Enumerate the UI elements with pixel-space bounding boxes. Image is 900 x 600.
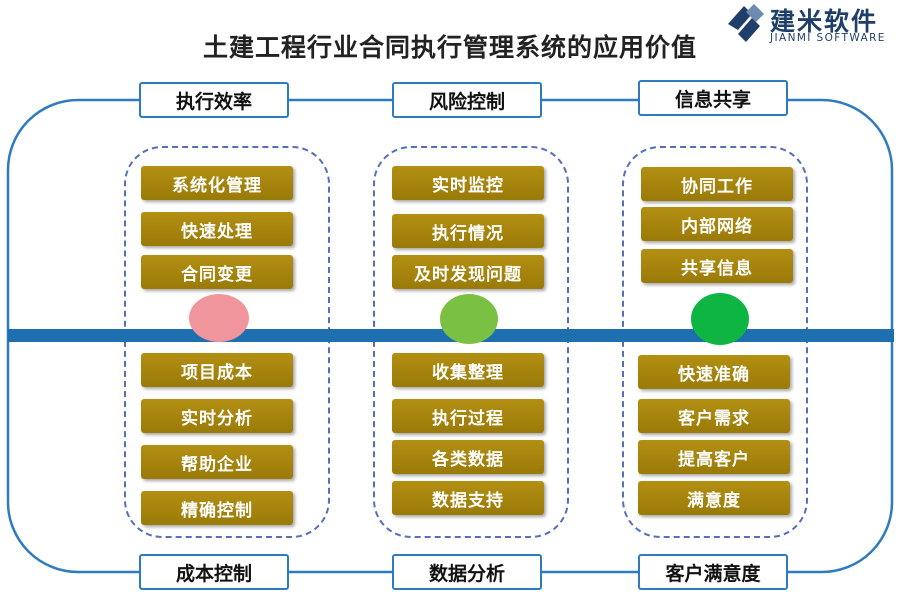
item-project-cost: 项目成本	[141, 353, 293, 387]
item-precise-control: 精确控制	[141, 491, 293, 525]
axis-dot-green	[691, 293, 749, 345]
logo-name-cn: 建米软件	[770, 7, 879, 36]
item-customer-needs: 客户需求	[638, 399, 790, 433]
brand-logo: 建米软件 JIANMI SOFTWARE	[724, 2, 900, 46]
top-label-risk: 风险控制	[392, 82, 542, 118]
top-label-share: 信息共享	[638, 80, 788, 116]
item-quick-processing: 快速处理	[141, 212, 293, 246]
axis-dot-light-green	[440, 294, 498, 344]
item-satisfaction: 满意度	[638, 481, 790, 515]
bottom-label-cost: 成本控制	[139, 554, 289, 590]
logo-name-en: JIANMI SOFTWARE	[770, 32, 886, 44]
top-label-efficiency: 执行效率	[139, 82, 289, 118]
item-collect-organize: 收集整理	[392, 353, 544, 387]
bottom-label-data: 数据分析	[392, 554, 542, 590]
item-data-support: 数据支持	[392, 481, 544, 515]
page-title: 土建工程行业合同执行管理系统的应用价值	[202, 33, 697, 62]
logo-icon	[728, 4, 764, 42]
item-various-data: 各类数据	[392, 440, 544, 474]
group-execution-cost	[124, 146, 330, 538]
item-systematic-management: 系统化管理	[141, 166, 293, 200]
item-internal-network: 内部网络	[641, 207, 793, 241]
item-timely-issue-detection: 及时发现问题	[392, 255, 544, 289]
item-execution-status: 执行情况	[392, 214, 544, 248]
item-realtime-analysis: 实时分析	[141, 399, 293, 433]
item-execution-process: 执行过程	[392, 399, 544, 433]
item-fast-accurate: 快速准确	[638, 355, 790, 389]
item-collaborative-work: 协同工作	[641, 167, 793, 201]
group-share-satisfaction	[622, 146, 808, 538]
group-risk-data	[373, 146, 569, 538]
axis-dot-pink	[189, 294, 249, 342]
item-contract-change: 合同变更	[141, 255, 293, 289]
item-improve-customer: 提高客户	[638, 440, 790, 474]
item-shared-info: 共享信息	[641, 249, 793, 283]
item-help-enterprise: 帮助企业	[141, 445, 293, 479]
bottom-label-satisfaction: 客户满意度	[638, 554, 788, 590]
item-realtime-monitoring: 实时监控	[392, 166, 544, 200]
